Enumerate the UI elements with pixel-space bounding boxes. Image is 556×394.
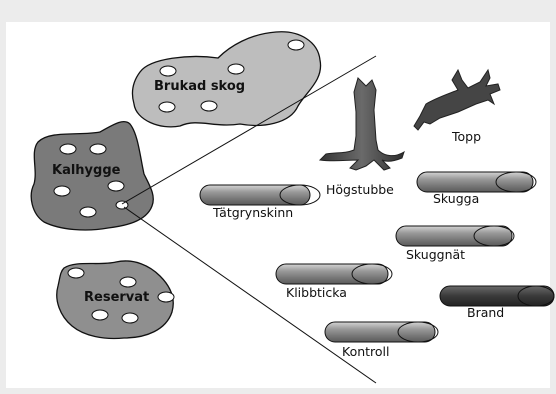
treatment-label-brand: Brand (467, 305, 504, 320)
treatment-label-kontroll: Kontroll (342, 344, 390, 359)
plot-marker (68, 268, 84, 278)
plot-marker (60, 144, 76, 154)
plot-marker (228, 64, 244, 74)
log-tatgrynskinn (200, 185, 320, 205)
treatment-label-klibbticka: Klibbticka (286, 285, 347, 300)
area-kalhygge: Kalhygge (31, 122, 153, 230)
area-label-brukad-skog: Brukad skog (154, 79, 245, 94)
treatment-label-skugga: Skugga (433, 191, 479, 206)
plot-marker (92, 310, 108, 320)
selected-plot-marker (116, 201, 128, 209)
plot-marker (158, 292, 174, 302)
log-skuggnat (396, 226, 514, 246)
plot-marker (159, 102, 175, 112)
area-label-kalhygge: Kalhygge (52, 163, 121, 178)
treatment-label-tatgrynskinn: Tätgrynskinn (212, 205, 293, 220)
area-label-reservat: Reservat (84, 290, 149, 305)
log-brand (440, 286, 554, 306)
plot-marker (201, 101, 217, 111)
treatment-label-hogstubbe: Högstubbe (326, 182, 394, 197)
plot-marker (288, 40, 304, 50)
plot-marker (108, 181, 124, 191)
plot-marker (90, 144, 106, 154)
log-kontroll (325, 322, 438, 342)
plot-marker (122, 313, 138, 323)
plot-marker (160, 66, 176, 76)
log-skugga (417, 172, 536, 192)
treatment-label-skuggnat: Skuggnät (406, 247, 465, 262)
plot-marker (54, 186, 70, 196)
plot-marker (80, 207, 96, 217)
plot-marker (120, 277, 136, 287)
log-klibbticka (276, 264, 392, 284)
area-reservat: Reservat (57, 261, 174, 339)
treatment-label-topp: Topp (451, 129, 481, 144)
